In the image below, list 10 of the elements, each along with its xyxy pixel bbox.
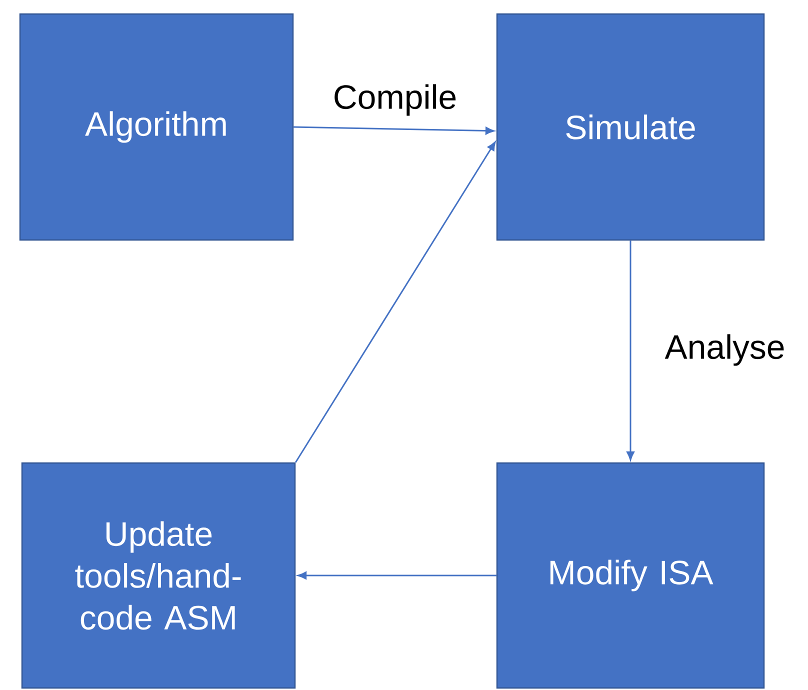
process-box: Update tools/hand-code ASM [21,462,296,689]
process-box: Algorithm [19,13,294,241]
arrow [294,126,494,135]
arrow [626,240,634,460]
process-box: Simulate [496,13,765,241]
arrow [298,572,496,580]
arrow [294,142,496,463]
process-box: Modify ISA [496,462,765,689]
edge-label: Analyse [662,332,788,368]
edge-label: Compile [330,82,460,118]
